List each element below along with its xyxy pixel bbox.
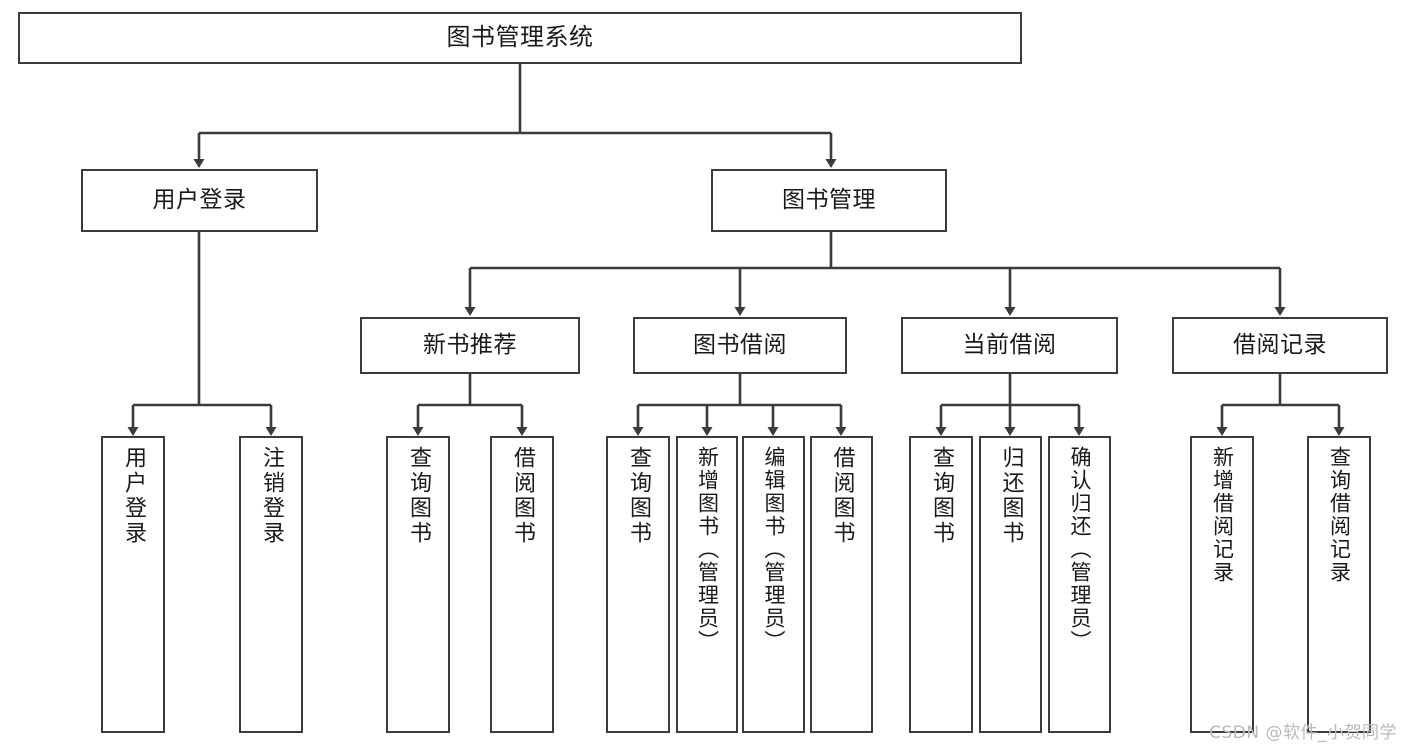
node-label: 查询图书 (929, 446, 954, 546)
node-label: 归还图书 (998, 446, 1024, 546)
node-label: 编辑图书（管理员） (762, 446, 786, 653)
node-root-system[interactable]: 图书管理系统 (18, 12, 1022, 64)
leaf-current-borrow-return-book[interactable]: 归还图书 (979, 436, 1042, 733)
leaf-book-borrow-query-book[interactable]: 查询图书 (606, 436, 670, 733)
leaf-borrow-record-query-record[interactable]: 查询借阅记录 (1307, 436, 1371, 733)
csdn-watermark: CSDN @软件_小贺同学 (1209, 723, 1397, 743)
node-label: 用户登录 (152, 187, 247, 214)
node-label: 新增借阅记录 (1210, 446, 1235, 584)
node-new-book-recommend[interactable]: 新书推荐 (360, 317, 580, 374)
node-label: 新书推荐 (423, 332, 517, 359)
node-label: 图书借阅 (693, 332, 787, 359)
leaf-user-login-login[interactable]: 用户登录 (101, 436, 165, 733)
node-label: 注销登录 (259, 446, 284, 546)
leaf-book-borrow-add-book[interactable]: 新增图书（管理员） (676, 436, 738, 733)
node-label: 图书管理系统 (446, 23, 594, 52)
node-label: 确认归还（管理员） (1068, 446, 1092, 653)
node-label: 借阅图书 (510, 446, 535, 546)
leaf-new-book-query-book[interactable]: 查询图书 (386, 436, 450, 733)
node-label: 新增图书（管理员） (695, 446, 720, 653)
node-label: 图书管理 (782, 187, 876, 214)
node-book-borrow[interactable]: 图书借阅 (633, 317, 847, 374)
node-label: 查询借阅记录 (1327, 446, 1352, 584)
node-label: 查询图书 (406, 446, 431, 546)
node-borrow-record[interactable]: 借阅记录 (1172, 317, 1388, 374)
leaf-book-borrow-edit-book[interactable]: 编辑图书（管理员） (742, 436, 805, 733)
node-book-management[interactable]: 图书管理 (711, 169, 947, 232)
leaf-user-login-logout[interactable]: 注销登录 (239, 436, 303, 733)
node-label: 借阅记录 (1233, 332, 1327, 359)
leaf-book-borrow-borrow-book[interactable]: 借阅图书 (810, 436, 873, 733)
leaf-current-borrow-confirm-return[interactable]: 确认归还（管理员） (1048, 436, 1111, 733)
node-label: 查询图书 (626, 446, 651, 546)
leaf-borrow-record-add-record[interactable]: 新增借阅记录 (1190, 436, 1254, 733)
node-user-login[interactable]: 用户登录 (81, 169, 318, 232)
leaf-new-book-borrow-book[interactable]: 借阅图书 (490, 436, 554, 733)
node-label: 借阅图书 (829, 446, 855, 546)
node-label: 当前借阅 (962, 332, 1057, 359)
node-label: 用户登录 (121, 446, 146, 546)
leaf-current-borrow-query-book[interactable]: 查询图书 (909, 436, 973, 733)
node-current-borrow[interactable]: 当前借阅 (901, 317, 1118, 374)
